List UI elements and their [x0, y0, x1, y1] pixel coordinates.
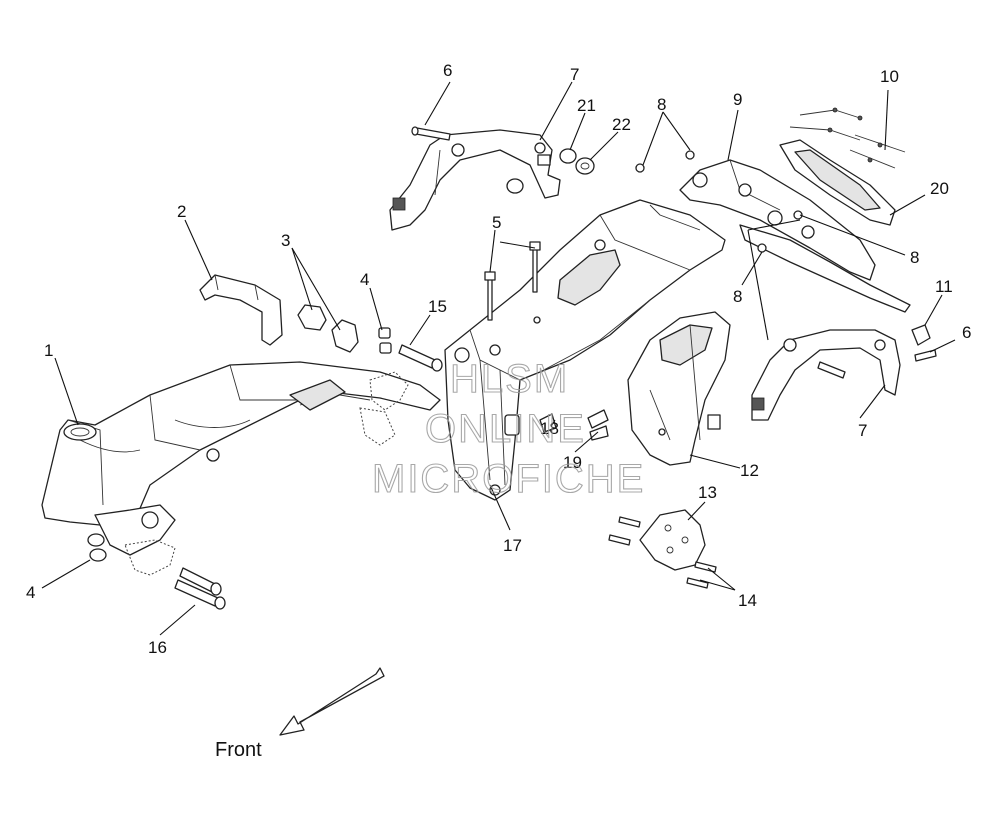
part-20-tray [779, 139, 896, 226]
callout-2: 2 [177, 202, 186, 221]
callout-18: 18 [540, 419, 559, 438]
callout-21: 21 [577, 96, 596, 115]
callout-15: 15 [428, 297, 447, 316]
callout-6-upper: 6 [443, 61, 452, 80]
callout-7-lower: 7 [858, 421, 867, 440]
callout-8-right: 8 [910, 248, 919, 267]
part-10-wire-harness [789, 107, 906, 169]
front-arrow: Front [215, 667, 385, 761]
callout-9: 9 [733, 90, 742, 109]
watermark-line-3: MICROFICHE [372, 457, 645, 501]
part-16-bolts [174, 567, 226, 610]
part-14-screws [608, 516, 717, 589]
watermark-line-1: HLSM [450, 357, 569, 401]
callout-22: 22 [612, 115, 631, 134]
part-2-clamp [199, 274, 283, 346]
part-18-clip [539, 413, 557, 433]
callout-6-lower: 6 [962, 323, 971, 342]
callout-13: 13 [698, 483, 717, 502]
part-1-front-frame [41, 361, 441, 556]
part-9-rear-subframe [679, 159, 911, 313]
callout-4-upper: 4 [360, 270, 369, 289]
part-19-clip [587, 409, 609, 441]
part-6-lower-bolt [817, 349, 937, 379]
part-11-clip [911, 324, 931, 346]
callout-labels: 1 2 3 4 4 5 6 6 7 7 8 8 8 9 10 11 12 13 … [26, 61, 971, 657]
callout-1: 1 [44, 341, 53, 360]
part-7-upper-bracket [389, 129, 561, 231]
part-4-nuts [87, 327, 392, 562]
callout-8-mid: 8 [733, 287, 742, 306]
part-8-nuts [635, 150, 803, 253]
front-label: Front [215, 739, 262, 761]
callout-19: 19 [563, 453, 582, 472]
part-12-rear-cover [627, 311, 731, 466]
callout-10: 10 [880, 67, 899, 86]
part-6-upper-bolt [411, 126, 451, 141]
callout-5: 5 [492, 213, 501, 232]
watermark: HLSM ONLINE MICROFICHE [371, 356, 645, 501]
callout-14: 14 [738, 591, 757, 610]
part-5-bolts [484, 241, 541, 321]
watermark-line-2: ONLINE [425, 407, 586, 451]
part-13-plate [639, 509, 706, 571]
callout-4-lower: 4 [26, 583, 35, 602]
dotted-bracket-pieces [124, 371, 409, 576]
callout-11: 11 [935, 277, 953, 296]
callout-8-top: 8 [657, 95, 666, 114]
callout-3: 3 [281, 231, 290, 250]
part-3-clamp-pieces [297, 304, 359, 353]
callout-17: 17 [503, 536, 522, 555]
callout-16: 16 [148, 638, 167, 657]
part-7-lower-bracket [707, 329, 901, 430]
callout-7-upper: 7 [570, 65, 579, 84]
callout-12: 12 [740, 461, 759, 480]
part-21-bushing [506, 148, 577, 194]
leader-lines [41, 81, 956, 636]
part-22-bushing [575, 157, 595, 175]
part-15-bolt [398, 344, 443, 372]
callout-20: 20 [930, 179, 949, 198]
part-17-main-frame [444, 199, 726, 501]
